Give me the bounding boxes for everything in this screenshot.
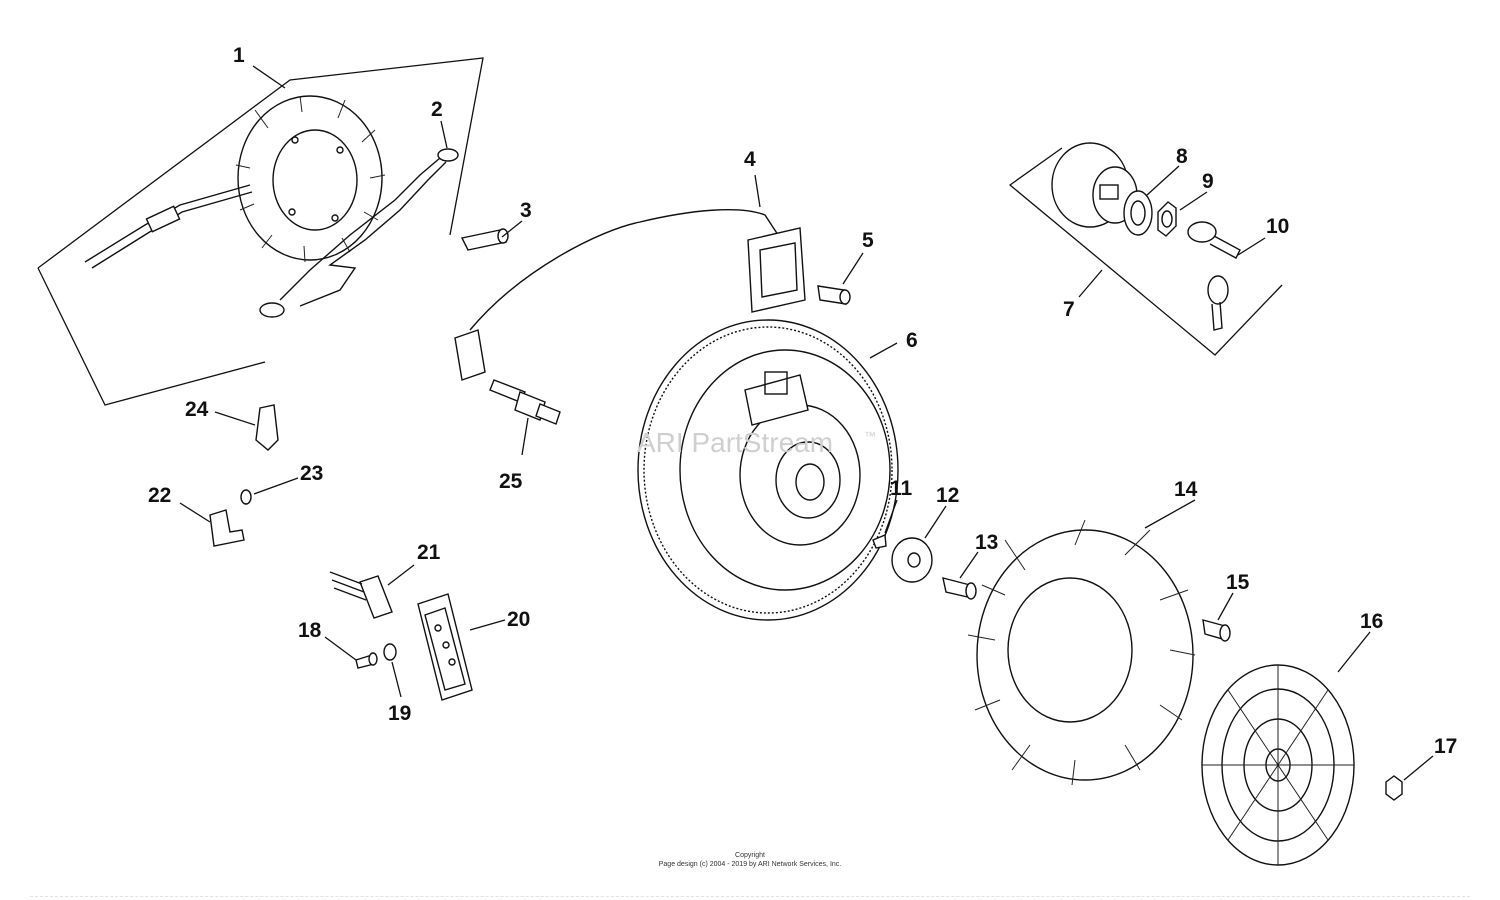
bracket-part-22 xyxy=(209,509,245,547)
watermark-text: ARI PartStream xyxy=(637,427,833,458)
connector-part xyxy=(329,571,393,619)
callout-19: 19 xyxy=(388,702,411,725)
keys-part xyxy=(1187,221,1241,331)
callout-7: 7 xyxy=(1063,298,1075,321)
screw-part-5 xyxy=(817,285,851,305)
callout-15: 15 xyxy=(1226,571,1250,594)
watermark-trademark: ™ xyxy=(864,429,876,443)
callout-11: 11 xyxy=(890,477,913,500)
callout-labels: 1 2 3 4 5 6 7 8 9 10 11 12 13 14 15 16 1… xyxy=(148,44,1457,758)
callout-21: 21 xyxy=(417,541,441,564)
watermark: ARI PartStream ™ xyxy=(637,427,876,458)
callout-17: 17 xyxy=(1434,735,1457,758)
callout-12: 12 xyxy=(936,484,959,507)
callout-10: 10 xyxy=(1266,215,1289,238)
screw-part-3 xyxy=(460,228,509,251)
callout-13: 13 xyxy=(975,531,998,554)
key-switch-bracket xyxy=(1008,147,1283,356)
callout-22: 22 xyxy=(148,484,171,507)
callout-3: 3 xyxy=(520,199,532,222)
callout-1: 1 xyxy=(233,44,245,67)
fan-part xyxy=(967,519,1196,786)
callout-23: 23 xyxy=(300,462,323,485)
woodruff-key-part xyxy=(872,533,887,549)
footer-copyright: Copyright xyxy=(735,852,765,859)
callout-25: 25 xyxy=(499,470,523,493)
callout-20: 20 xyxy=(507,608,530,631)
callout-14: 14 xyxy=(1174,478,1198,501)
washer-part-23 xyxy=(240,489,252,505)
leader-lines xyxy=(179,65,1434,781)
callout-6: 6 xyxy=(906,329,918,352)
callout-4: 4 xyxy=(744,148,756,171)
washer-part-8 xyxy=(1123,190,1153,236)
washer-part-19 xyxy=(383,643,397,661)
callout-8: 8 xyxy=(1176,145,1188,168)
callout-16: 16 xyxy=(1360,610,1383,633)
nut-part-9 xyxy=(1157,201,1177,237)
nut-part-17 xyxy=(1385,775,1403,801)
screw-part-15 xyxy=(1202,619,1231,642)
callout-5: 5 xyxy=(862,229,874,252)
stator-part xyxy=(84,95,386,269)
screw-part-18 xyxy=(355,652,378,669)
ground-strap-part xyxy=(259,148,459,318)
flywheel-part xyxy=(637,319,899,621)
footer-page-design: Page design (c) 2004 - 2019 by ARI Netwo… xyxy=(659,861,842,868)
ignition-module-part xyxy=(454,209,806,381)
callout-18: 18 xyxy=(298,619,322,642)
rectifier-regulator-part xyxy=(417,593,473,701)
screen-part xyxy=(1201,664,1355,866)
screw-part-13 xyxy=(942,577,977,600)
callout-24: 24 xyxy=(185,398,209,421)
spark-plug-part xyxy=(489,379,561,425)
bottom-divider xyxy=(30,896,1470,897)
callout-9: 9 xyxy=(1202,170,1214,193)
footer: Copyright Page design (c) 2004 - 2019 by… xyxy=(659,852,842,868)
bracket-part-24 xyxy=(255,404,279,451)
callout-2: 2 xyxy=(431,98,443,121)
spacer-part xyxy=(891,537,933,583)
stator-kit-bracket xyxy=(37,57,484,406)
